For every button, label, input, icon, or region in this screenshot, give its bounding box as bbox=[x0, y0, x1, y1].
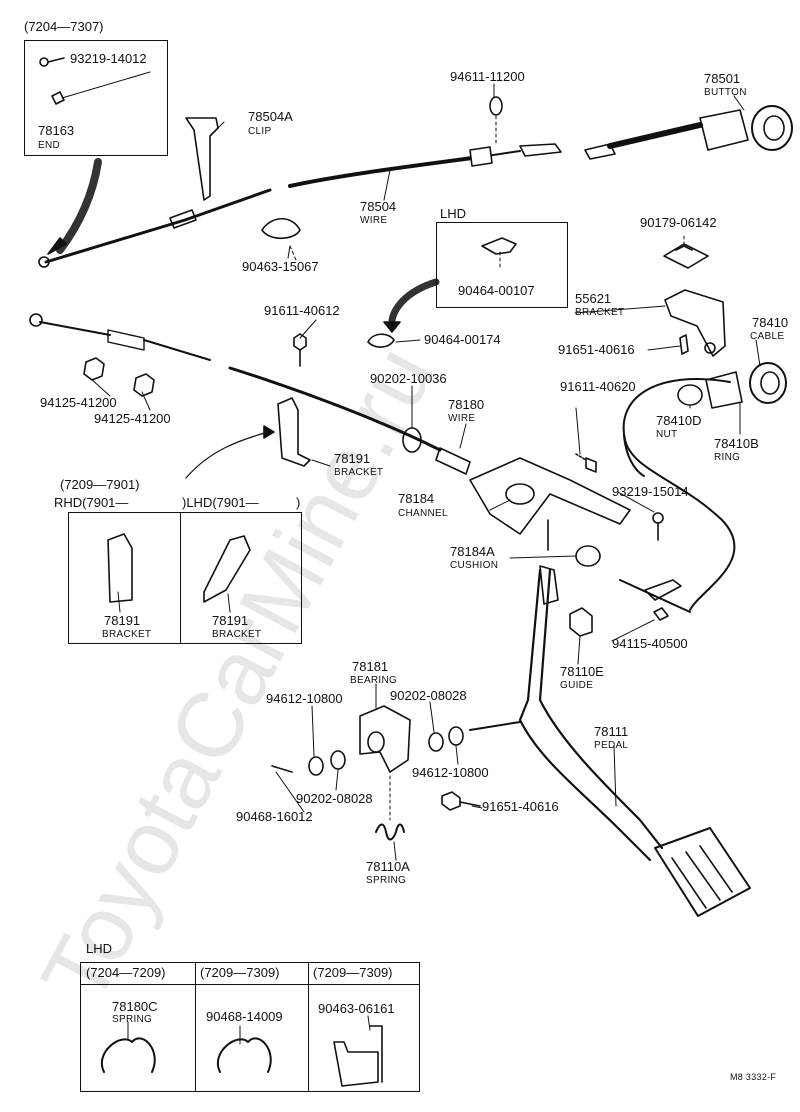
part-93219-15014: 93219-15014 bbox=[612, 484, 689, 499]
part-90464-00107: 90464-00107 bbox=[458, 283, 535, 298]
part-91651-40616-bottom: 91651-40616 bbox=[482, 799, 559, 814]
part-55621: 55621 bbox=[575, 291, 612, 306]
part-94612-10800-b: 94612-10800 bbox=[412, 765, 489, 780]
inset-divider bbox=[180, 512, 181, 644]
inset-brackets bbox=[68, 512, 302, 644]
part-78110A: 78110A bbox=[366, 859, 410, 874]
clip-drawing bbox=[185, 117, 219, 201]
arrow-inset bbox=[56, 158, 102, 254]
part-78501: 78501 bbox=[704, 71, 741, 86]
bottom-col3-range: (7209—7309) bbox=[313, 965, 393, 980]
inset-range-label: (7204—7307) bbox=[24, 19, 104, 34]
part-78181: 78181 bbox=[352, 659, 389, 674]
end-fitting-drawing bbox=[39, 57, 151, 105]
lhd-label: LHD bbox=[440, 206, 467, 221]
footer-code: M8 3332-F bbox=[730, 1072, 777, 1082]
range-7209-7901: (7209—7901) bbox=[60, 477, 140, 492]
part-93219-14012: 93219-14012 bbox=[70, 51, 147, 66]
part-78110E: 78110E bbox=[560, 664, 604, 679]
part-78180-name: WIRE bbox=[448, 413, 476, 424]
part-78184A-name: CUSHION bbox=[450, 560, 499, 571]
part-78410: 78410 bbox=[752, 315, 789, 330]
part-90464-00174: 90464-00174 bbox=[424, 332, 501, 347]
part-90202-08028-b: 90202-08028 bbox=[296, 791, 373, 806]
part-78184: 78184 bbox=[398, 491, 435, 506]
bottom-inset-header-rule bbox=[80, 984, 420, 985]
inset-lhd-clip bbox=[436, 222, 568, 308]
part-78111: 78111 bbox=[594, 724, 629, 739]
wire-78504 bbox=[288, 155, 482, 188]
part-78163-name: END bbox=[38, 140, 61, 151]
part-91611-40612: 91611-40612 bbox=[264, 303, 340, 318]
lhd-7901-close: ) bbox=[296, 495, 301, 510]
part-78184A: 78184A bbox=[450, 544, 495, 559]
bottom-inset bbox=[80, 962, 420, 1092]
bottom-col2-part: 90468-14009 bbox=[206, 1009, 283, 1024]
bottom-inset-divider-1 bbox=[195, 962, 196, 1092]
channel-drawing bbox=[469, 457, 631, 535]
bearing-drawing bbox=[359, 705, 411, 773]
lhd-7901-label: )LHD(7901— bbox=[182, 495, 259, 510]
bottom-col1-range: (7204—7209) bbox=[86, 965, 166, 980]
part-94125-41200-b: 94125-41200 bbox=[94, 411, 171, 426]
part-78191-lhd: 78191 bbox=[212, 613, 249, 628]
part-94115-40500: 94115-40500 bbox=[612, 636, 688, 651]
bottom-col2-range: (7209—7309) bbox=[200, 965, 280, 980]
part-78191-rhd-name: BRACKET bbox=[102, 629, 152, 640]
bottom-inset-title: LHD bbox=[86, 941, 113, 956]
bottom-col1-part: 78180C bbox=[112, 999, 158, 1014]
part-78191: 78191 bbox=[334, 451, 371, 466]
rhd-7901-label: RHD(7901— bbox=[54, 495, 129, 510]
part-91611-40620: 91611-40620 bbox=[560, 379, 636, 394]
part-91651-40616-top: 91651-40616 bbox=[558, 342, 635, 357]
part-90202-10036: 90202-10036 bbox=[370, 371, 447, 386]
part-78410B-name: RING bbox=[714, 452, 741, 463]
part-78191-rhd: 78191 bbox=[104, 613, 141, 628]
part-90468-16012: 90468-16012 bbox=[236, 809, 313, 824]
part-78504A-name: CLIP bbox=[248, 126, 272, 137]
bottom-col3-part: 90463-06161 bbox=[318, 1001, 395, 1016]
part-78410-name: CABLE bbox=[750, 331, 785, 342]
part-78410D-name: NUT bbox=[656, 429, 678, 440]
leader-lines bbox=[89, 83, 761, 1045]
part-78111-name: PEDAL bbox=[594, 740, 629, 751]
part-90179-06142: 90179-06142 bbox=[640, 215, 717, 230]
part-78501-name: BUTTON bbox=[704, 87, 747, 98]
part-78504-name: WIRE bbox=[360, 215, 388, 226]
wire-78180 bbox=[228, 366, 442, 452]
part-78184-name: CHANNEL bbox=[398, 508, 448, 519]
part-78504A: 78504A bbox=[248, 109, 293, 124]
part-78410D: 78410D bbox=[656, 413, 702, 428]
part-94125-41200-a: 94125-41200 bbox=[40, 395, 117, 410]
part-90202-08028-a: 90202-08028 bbox=[390, 688, 467, 703]
bottom-col1-name: SPRING bbox=[112, 1014, 153, 1025]
pedal-drawing bbox=[518, 568, 652, 862]
part-55621-name: BRACKET bbox=[575, 307, 625, 318]
part-78163: 78163 bbox=[38, 123, 75, 138]
part-78191-lhd-name: BRACKET bbox=[212, 629, 262, 640]
part-78110A-name: SPRING bbox=[366, 875, 407, 886]
part-94612-10800-a: 94612-10800 bbox=[266, 691, 343, 706]
part-78181-name: BEARING bbox=[350, 675, 398, 686]
part-78504: 78504 bbox=[360, 199, 397, 214]
part-78180: 78180 bbox=[448, 397, 485, 412]
part-94611-11200: 94611-11200 bbox=[450, 69, 525, 84]
inset-early-models bbox=[24, 40, 168, 156]
bottom-inset-divider-2 bbox=[308, 962, 309, 1092]
part-78191-name: BRACKET bbox=[334, 467, 384, 478]
part-78110E-name: GUIDE bbox=[560, 680, 594, 691]
part-90463-15067: 90463-15067 bbox=[242, 259, 319, 274]
part-78410B: 78410B bbox=[714, 436, 759, 451]
